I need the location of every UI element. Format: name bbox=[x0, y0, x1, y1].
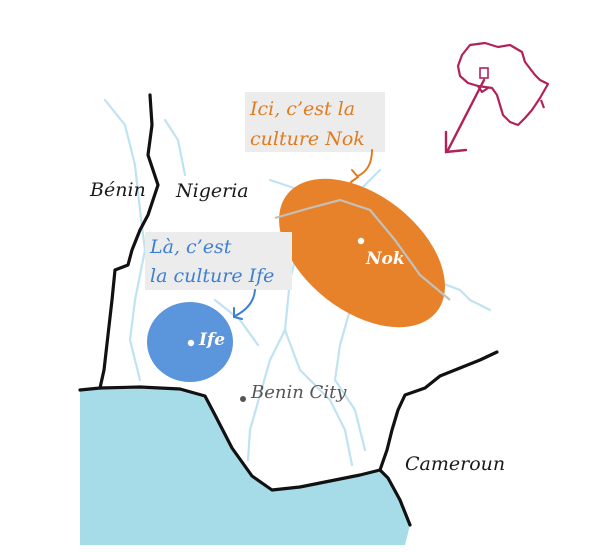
locator-arrow-icon bbox=[444, 78, 486, 154]
sea-area bbox=[80, 387, 410, 545]
ife-site-dot bbox=[187, 339, 195, 347]
ife-site-label: Ife bbox=[198, 330, 225, 350]
nok-river-through bbox=[274, 198, 451, 301]
label-cameroun: Cameroun bbox=[405, 453, 505, 475]
nok-site-label: Nok bbox=[365, 249, 405, 269]
label-benin-city: Benin City bbox=[250, 382, 347, 403]
coastline bbox=[78, 385, 412, 527]
nok-site-dot bbox=[357, 237, 365, 245]
nok-arrow bbox=[350, 149, 373, 183]
benin-city-dot bbox=[240, 396, 246, 402]
label-benin: Bénin bbox=[89, 179, 146, 201]
africa-locator-box bbox=[479, 67, 489, 79]
label-nigeria: Nigeria bbox=[175, 180, 249, 202]
ife-annotation-line1: Là, c’est bbox=[149, 236, 232, 258]
country-borders bbox=[78, 93, 499, 527]
ife-annotation-line2: la culture Ife bbox=[150, 265, 274, 287]
ife-annotation-box bbox=[145, 232, 292, 290]
nigeria-cameroon-border bbox=[378, 350, 499, 472]
nok-annotation-line1: Ici, c’est la bbox=[249, 98, 355, 120]
africa-outline-icon bbox=[456, 41, 550, 127]
nok-annotation-box bbox=[245, 92, 385, 152]
ife-arrow bbox=[233, 289, 256, 320]
nok-annotation-line2: culture Nok bbox=[250, 128, 365, 150]
benin-nigeria-border bbox=[98, 93, 160, 390]
nok-zone bbox=[279, 178, 445, 328]
